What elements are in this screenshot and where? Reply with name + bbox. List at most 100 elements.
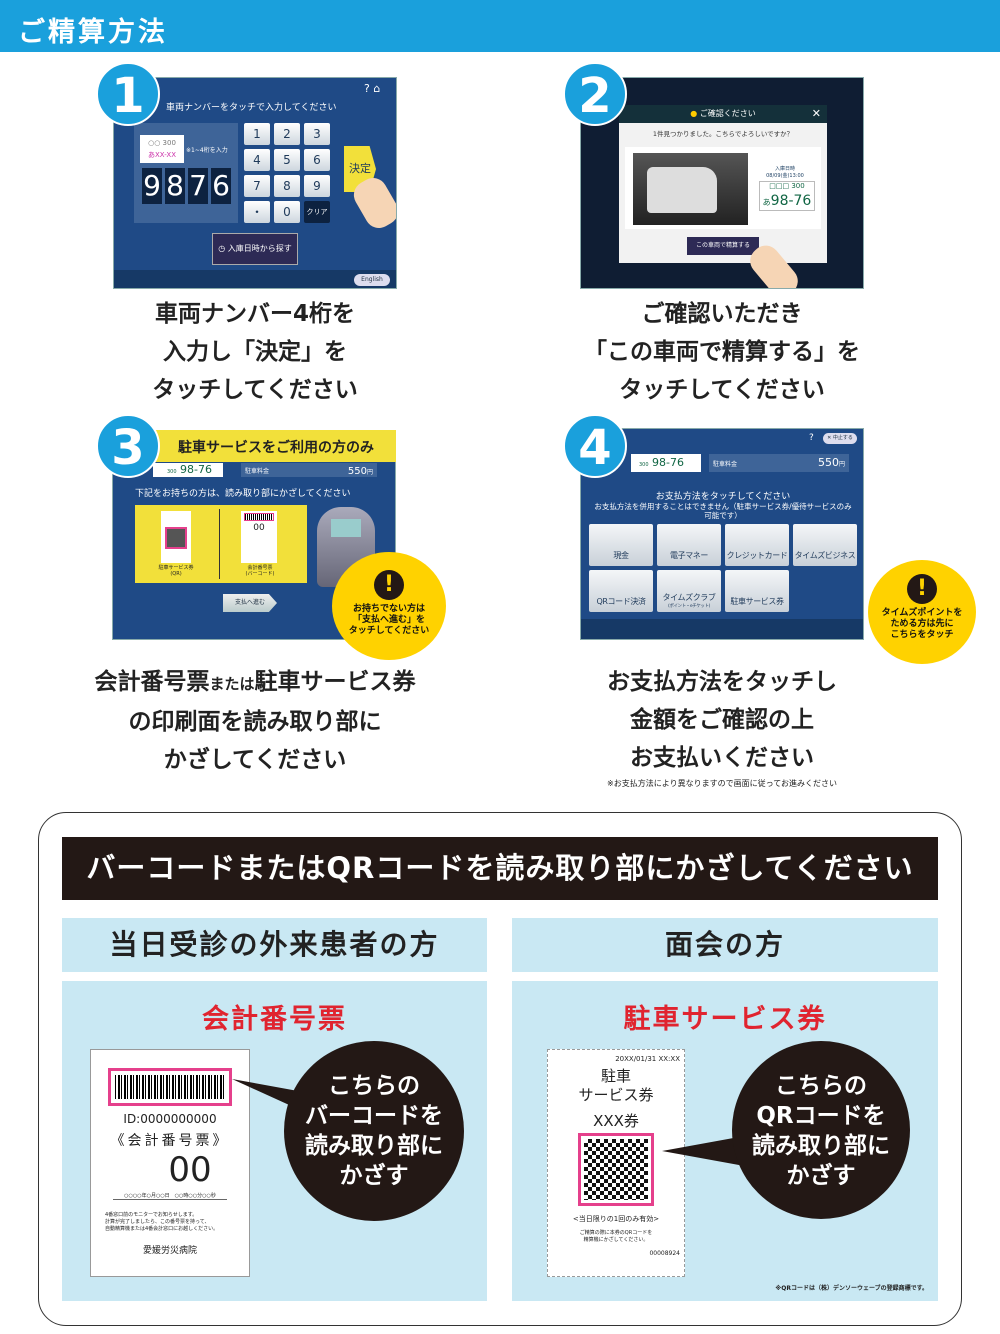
key-7[interactable]: 7 <box>244 175 270 197</box>
yen: 円 <box>366 469 373 476</box>
plate-display: 300 98-76 <box>153 463 223 477</box>
cancel-button[interactable]: ✕ 中止する <box>823 433 857 444</box>
key-1[interactable]: 1 <box>244 123 270 145</box>
plate-sample-small: ○○ 300 <box>148 139 176 147</box>
caption-line: ご確認いただき <box>641 301 803 327</box>
search-by-entry-time-button[interactable]: ◷ 入庫日時から探す <box>212 233 298 265</box>
key-0[interactable]: 0 <box>274 201 300 223</box>
callout-line: 読み取り部に <box>752 1133 890 1159</box>
ticket-id: ID:0000000000 <box>123 1112 217 1126</box>
plate-display: ○○ 300 あXX-XX ※1~4桁を入力 9 8 7 6 <box>134 123 238 223</box>
callout-line: バーコードを <box>305 1103 443 1129</box>
callout-line: かざす <box>339 1163 409 1189</box>
ticket-number: 00 <box>168 1150 212 1190</box>
ticket-title: 駐車 <box>600 1067 631 1085</box>
hospital-name: 愛媛労災病院 <box>142 1246 197 1256</box>
plate-small: 300 <box>167 469 177 475</box>
method-times-business[interactable]: タイムズビジネス <box>793 524 857 566</box>
barcode-highlight <box>108 1068 232 1106</box>
caption-part: 駐車サービス券 <box>254 669 416 695</box>
caption-line: 入力し「決定」を <box>163 339 347 365</box>
qr-highlight <box>578 1133 654 1206</box>
proceed-to-payment-button[interactable]: 支払へ進む <box>223 594 277 612</box>
plate-small: 300 <box>639 462 649 468</box>
callout-line: 「支払へ進む」を <box>352 615 425 625</box>
qr-trademark-note: ※QRコードは（株）デンソーウェーブの登録商標です。 <box>775 1285 928 1292</box>
method-sub: (ポイント・eチケット) <box>668 604 710 609</box>
ticket-note: 自動精算機または4番会計窓口にお越しください。 <box>105 1226 219 1232</box>
key-3[interactable]: 3 <box>304 123 330 145</box>
plate-top: □□□ 300 <box>769 182 805 190</box>
entry-label: 入庫日時 <box>774 166 795 172</box>
qr-ticket-thumb <box>161 511 191 563</box>
dialog-message: 1件見つかりました。こちらでよろしいですか？ <box>652 130 794 138</box>
help-home-icons[interactable]: ? ⌂ <box>364 82 381 95</box>
caption-line: タッチしてください <box>619 377 825 403</box>
entry-time: 08/09(金)13:00 <box>766 173 804 179</box>
step1-caption: 車両ナンバー4桁を 入力し「決定」を タッチしてください <box>55 295 455 409</box>
plate-display: 300 98-76 <box>631 454 701 472</box>
ticket-title: 《会計番号票》 <box>110 1133 230 1149</box>
method-qr[interactable]: QRコード決済 <box>589 570 653 612</box>
key-clear[interactable]: クリア <box>304 201 330 223</box>
callout-line: こちらの <box>775 1073 867 1099</box>
ticket-validity: <当日限りの1回のみ有効> <box>572 1215 660 1223</box>
dialog-title: ご確認ください <box>699 109 756 118</box>
method-times-club[interactable]: タイムズクラブ(ポイント・eチケット) <box>657 570 721 612</box>
screen-title: 車両ナンバーをタッチで入力してください <box>166 103 337 113</box>
method-cash[interactable]: 現金 <box>589 524 653 566</box>
caption-part: または <box>209 675 255 693</box>
method-emoney[interactable]: 電子マネー <box>657 524 721 566</box>
key-dot[interactable]: ・ <box>244 201 270 223</box>
qr-code <box>584 1139 648 1200</box>
ticket-title: サービス券 <box>578 1086 654 1104</box>
callout-line: QRコードを <box>756 1103 886 1129</box>
fee-amount: 550 <box>817 456 839 469</box>
key-8[interactable]: 8 <box>274 175 300 197</box>
step-number-1: 1 <box>96 62 160 126</box>
exclamation-icon: ! <box>374 570 404 600</box>
key-4[interactable]: 4 <box>244 149 270 171</box>
callout-line: タイムズポイントを <box>881 608 963 618</box>
plate-number: 98-76 <box>180 463 213 476</box>
help-icon[interactable]: ? <box>809 433 814 443</box>
key-5[interactable]: 5 <box>274 149 300 171</box>
exclamation-icon: ! <box>907 574 937 604</box>
plate-sample-card: ○○ 300 あXX-XX <box>140 135 184 163</box>
english-button[interactable]: English <box>354 274 390 286</box>
search-label: 入庫日時から探す <box>227 244 292 253</box>
method-parking-ticket[interactable]: 駐車サービス券 <box>725 570 789 612</box>
outpatient-heading: 当日受診の外来患者の方 <box>62 918 487 972</box>
key-2[interactable]: 2 <box>274 123 300 145</box>
dialog-header: ● ご確認ください ✕ <box>619 105 827 123</box>
digit: 7 <box>188 168 208 204</box>
close-icon[interactable]: ✕ <box>811 107 821 120</box>
step4-caption: お支払方法をタッチし 金額をご確認の上 お支払いください <box>522 663 922 777</box>
visitor-panel: 駐車サービス券 20XX/01/31 XX:XX 駐車サービス券 XXX券 <当… <box>512 981 938 1301</box>
ticket-note: 精算機にかざしてください。 <box>583 1237 649 1243</box>
callout-line: タッチしてください <box>348 626 430 636</box>
step1-screen: 車両ナンバーをタッチで入力してください ? ⌂ ○○ 300 あXX-XX ※1… <box>113 77 397 289</box>
ticket-serial: 00008924 <box>649 1250 680 1257</box>
warning-icon: ● <box>690 109 700 118</box>
settle-this-vehicle-button[interactable]: この車両で精算する <box>687 237 759 255</box>
key-6[interactable]: 6 <box>304 149 330 171</box>
key-9[interactable]: 9 <box>304 175 330 197</box>
ticket-name: 会計番号票 <box>202 1004 347 1035</box>
step3-callout: ! お持ちでない方は 「支払へ進む」を タッチしてください <box>332 552 446 660</box>
method-credit-card[interactable]: クレジットカード <box>725 524 789 566</box>
digits: 9 8 7 6 <box>142 168 231 204</box>
barcode <box>115 1075 225 1099</box>
callout-line: 読み取り部に <box>305 1133 443 1159</box>
barcode-callout: こちらの バーコードを 読み取り部に かざす <box>284 1041 464 1221</box>
outpatient-panel: 会計番号票 ID:0000000000 《会計番号票》 00 ○○○○年○月○○… <box>62 981 487 1301</box>
step2-caption: ご確認いただき 「この車両で精算する」を タッチしてください <box>522 295 922 409</box>
bar-ticket-sub: (バーコード) <box>245 571 275 577</box>
ticket-date: 20XX/01/31 XX:XX <box>615 1055 680 1063</box>
vehicle-photo <box>633 153 748 225</box>
payment-subtitle: お支払方法を併用することはできません（駐車サービス券/優待サービスのみ可能です） <box>594 502 852 520</box>
caption-line: お支払方法をタッチし <box>607 669 837 695</box>
yen: 円 <box>838 461 845 468</box>
